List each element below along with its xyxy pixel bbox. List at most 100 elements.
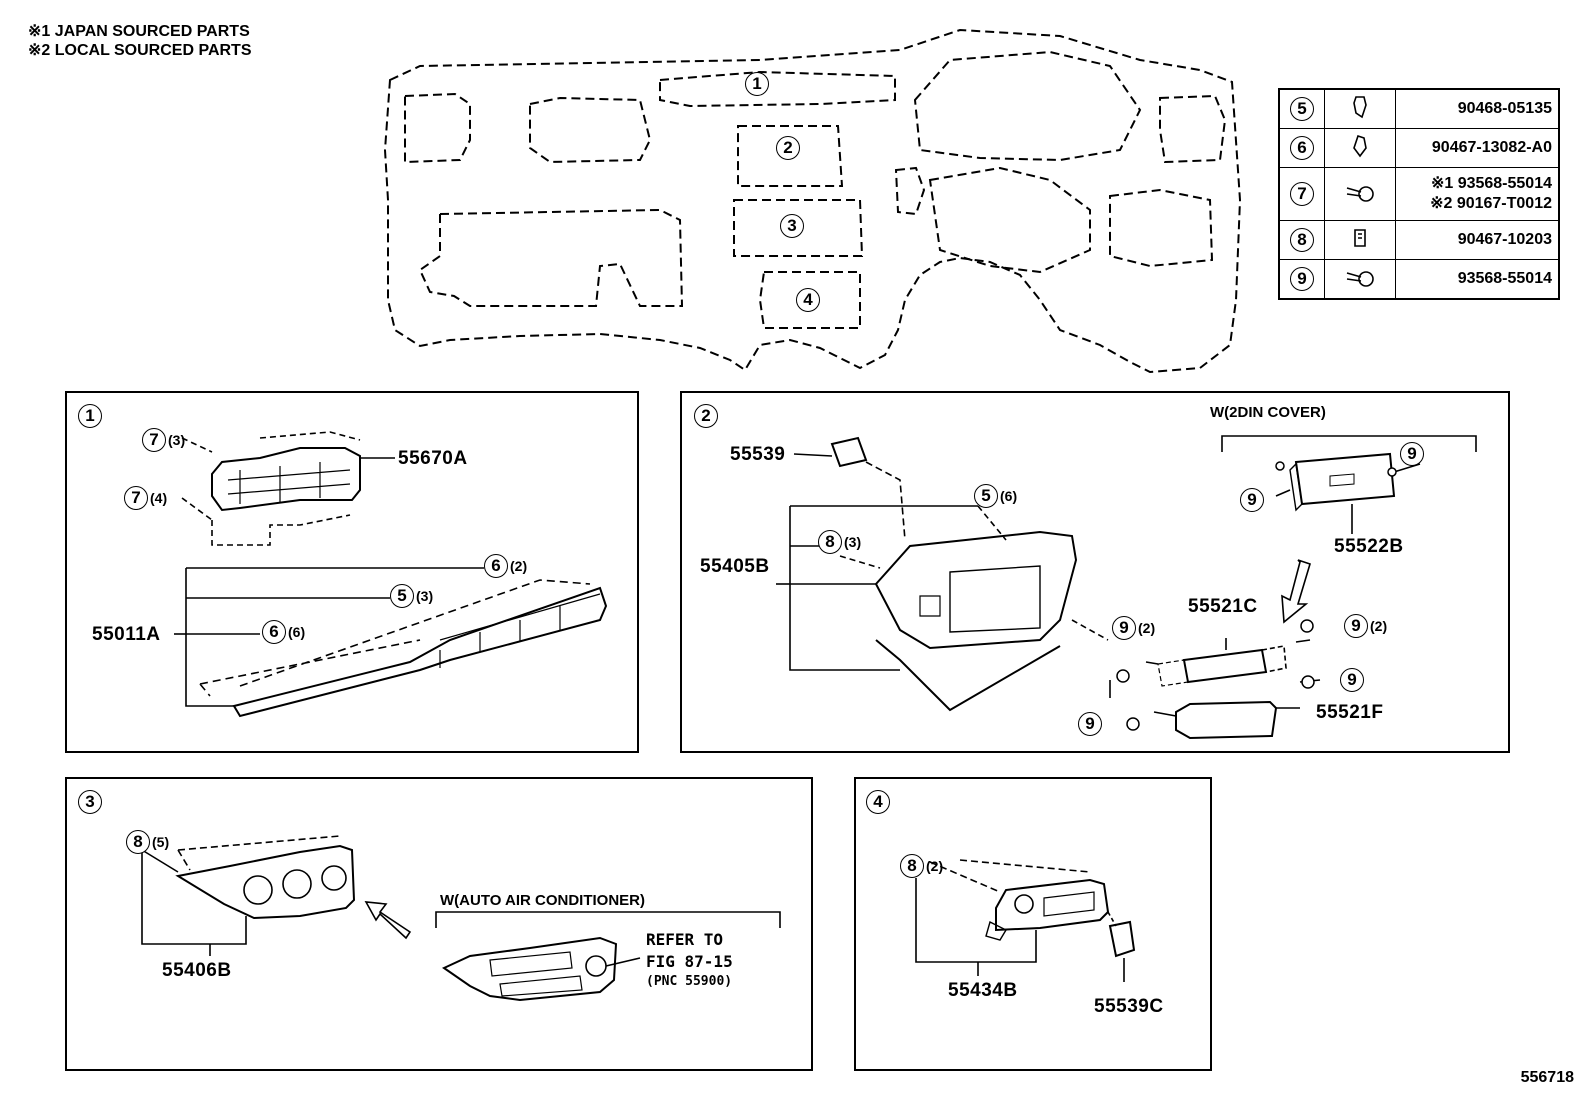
part-55539-shape — [830, 436, 868, 468]
part-label-55539C: 55539C — [1094, 996, 1164, 1017]
panel-4-ref: 4 — [866, 790, 890, 814]
arrow-down-shape — [1281, 559, 1311, 624]
callout-ref-text: 8 — [133, 832, 143, 851]
refer-line-1: REFER TO — [646, 930, 724, 949]
callout-ref-text: 9 — [1351, 616, 1361, 635]
figure-id: 556718 — [1520, 1069, 1574, 1086]
dashboard-glovebox — [418, 208, 684, 307]
callout-qty: (6) — [1000, 488, 1018, 504]
part-label-55670A: 55670A — [398, 448, 468, 469]
callout-qty: (3) — [844, 534, 862, 550]
part-label-55522B: 55522B — [1334, 536, 1404, 557]
dashboard-cutout-1 — [659, 70, 896, 108]
callout-qty: (6) — [288, 624, 306, 640]
vent-55670A-outline — [211, 447, 361, 512]
overview-ref-4: 4 — [796, 288, 820, 312]
dashboard-opening-4 — [758, 271, 861, 329]
table-part-number: 93568-55014 — [1395, 259, 1560, 300]
callout-ref-9: 9 — [1240, 488, 1264, 512]
part-label-55539: 55539 — [730, 444, 786, 465]
dashboard-small-opening — [894, 166, 926, 216]
callout-qty: (2) — [1370, 618, 1388, 634]
callout-ref-text: 9 — [1247, 490, 1257, 509]
table-row: 7 ※1 93568-55014 ※2 90167-T0012 — [1278, 167, 1560, 221]
callout-ref: 8 — [126, 830, 150, 854]
part-55539C-outline — [1108, 920, 1136, 958]
legend-line-japan: ※1 JAPAN SOURCED PARTS — [28, 23, 250, 40]
callout-ref-text: 5 — [397, 586, 407, 605]
part-55521C-outline — [1182, 648, 1268, 684]
part-label-55521C: 55521C — [1188, 596, 1258, 617]
callout-ref-text: 6 — [269, 622, 279, 641]
clip-icon — [1324, 220, 1396, 260]
callout-ref-text: 9 — [1407, 444, 1417, 463]
dashboard-cutout-left — [404, 92, 471, 164]
table-ref-7: 7 — [1290, 182, 1314, 206]
panel-4-ref-text: 4 — [873, 792, 883, 811]
callout-ref-9: 9 — [1078, 712, 1102, 736]
callout-ref-text: 8 — [907, 856, 917, 875]
legend: ※1 JAPAN SOURCED PARTS ※2 LOCAL SOURCED … — [28, 22, 252, 60]
overview-ref-3: 3 — [780, 214, 804, 238]
panel-2-ref: 2 — [694, 404, 718, 428]
dashboard-outline — [383, 28, 1242, 374]
dashboard-cutout-right — [1159, 94, 1227, 164]
table-ref-5: 5 — [1290, 97, 1314, 121]
callout-ref: 5 — [390, 584, 414, 608]
panel-2-ref-text: 2 — [701, 406, 711, 425]
callout-ref-text: 9 — [1085, 714, 1095, 733]
callout-qty: (2) — [1138, 620, 1156, 636]
panel-2-frame — [680, 391, 1510, 753]
table-part-number: ※1 93568-55014 ※2 90167-T0012 — [1395, 167, 1560, 221]
dashboard-vent-right — [1109, 188, 1214, 268]
table-row: 6 90467-13082-A0 — [1278, 128, 1560, 168]
table-row: 8 90467-10203 — [1278, 220, 1560, 260]
overview-ref-2: 2 — [776, 136, 800, 160]
table-ref-6: 6 — [1290, 136, 1314, 160]
note-auto-air-conditioner: W(AUTO AIR CONDITIONER) — [440, 892, 645, 909]
callout-ref: 8 — [900, 854, 924, 878]
dashboard-meter-hood — [913, 50, 1142, 162]
callout-qty: (4) — [150, 490, 168, 506]
note-2din-cover: W(2DIN COVER) — [1210, 404, 1326, 421]
callout-ref-text: 8 — [825, 532, 835, 551]
part-label-55434B: 55434B — [948, 980, 1018, 1001]
screw-icon — [1324, 167, 1396, 221]
parts-table: 5 90468-05135 6 90467-13082-A0 7 ※1 9356… — [1278, 88, 1560, 300]
callout-ref: 7 — [142, 428, 166, 452]
callout-ref: 7 — [124, 486, 148, 510]
panel-1-ref-text: 1 — [85, 406, 95, 425]
panel-3-frame — [65, 777, 813, 1071]
table-part-number: 90467-10203 — [1395, 220, 1560, 260]
table-ref-8: 8 — [1290, 228, 1314, 252]
trim-panel-55011A-outline — [232, 586, 608, 718]
panel-1-frame — [65, 391, 639, 753]
panel-4-frame — [854, 777, 1212, 1071]
part-label-55521F: 55521F — [1316, 702, 1384, 723]
callout-qty: (3) — [416, 588, 434, 604]
callout-ref: 8 — [818, 530, 842, 554]
panel-1-ref: 1 — [78, 404, 102, 428]
callout-ref: 6 — [262, 620, 286, 644]
callout-ref-text: 7 — [131, 488, 141, 507]
table-part-number: 90467-13082-A0 — [1395, 128, 1560, 168]
control-auto-ac-outline — [441, 936, 618, 1002]
callout-ref-9: 9 — [1400, 442, 1424, 466]
panel-3-ref-text: 3 — [85, 792, 95, 811]
callout-ref-text: 9 — [1347, 670, 1357, 689]
dashboard-cutout-center-left — [529, 96, 652, 164]
part-label-55011A: 55011A — [92, 624, 161, 645]
control-55434B-outline — [995, 878, 1110, 932]
overview-ref-1-text: 1 — [752, 74, 762, 93]
screw-icon — [1324, 259, 1396, 300]
callout-qty: (3) — [168, 432, 186, 448]
cover-55522B-outline — [1294, 452, 1396, 506]
overview-ref-4-text: 4 — [803, 290, 813, 309]
callout-ref-9: 9 — [1340, 668, 1364, 692]
callout-ref: 6 — [484, 554, 508, 578]
callout-qty: (2) — [510, 558, 528, 574]
part-55521F-outline — [1175, 700, 1278, 740]
clip-icon — [1324, 128, 1396, 168]
table-part-number: 90468-05135 — [1395, 88, 1560, 129]
dashboard-opening-2 — [737, 125, 844, 187]
